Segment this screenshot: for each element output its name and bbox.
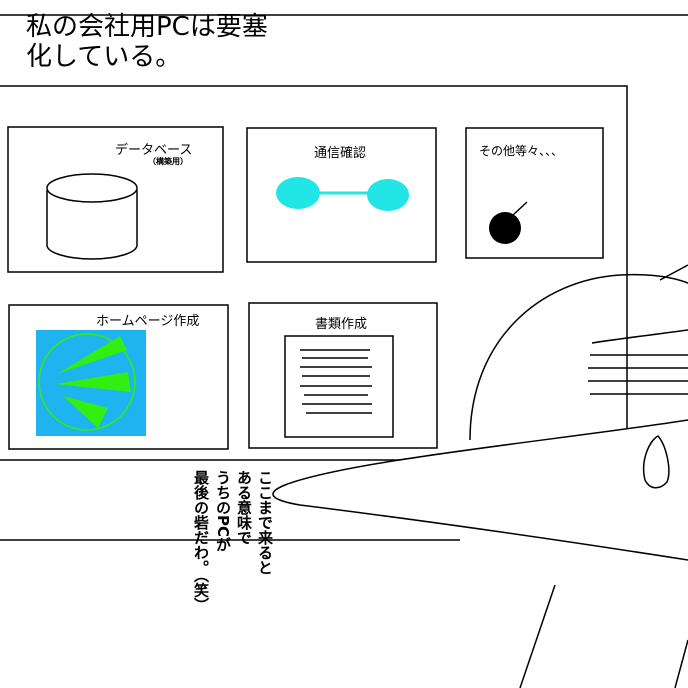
homepage-logo-icon <box>36 330 146 436</box>
speech-line-2: ある意味で <box>235 470 253 545</box>
homepage-label: ホームページ作成 <box>96 314 200 329</box>
documents-label: 書類作成 <box>315 317 368 332</box>
speech-line-3: うちのPCが <box>214 470 232 553</box>
database-sublabel: （構築用） <box>148 157 188 166</box>
other-label: その他等々、、、 <box>479 144 564 158</box>
window-other <box>465 127 604 259</box>
caption-title: 私の会社用PCは要塞 化している。 <box>26 12 268 72</box>
speech-line-1: ここまで来ると <box>256 470 274 575</box>
caption-line-1: 私の会社用PCは要塞 <box>26 12 268 42</box>
caption-line-2: 化している。 <box>26 42 182 72</box>
character-head <box>272 264 688 688</box>
database-label: データベース <box>115 143 193 158</box>
speech-line-4: 最後の砦だわ。（笑） <box>192 470 210 613</box>
network-link-icon <box>276 177 409 211</box>
document-icon <box>284 335 394 438</box>
network-label: 通信確認 <box>314 146 367 161</box>
bomb-icon <box>489 201 528 244</box>
database-cylinder-icon <box>46 173 138 260</box>
